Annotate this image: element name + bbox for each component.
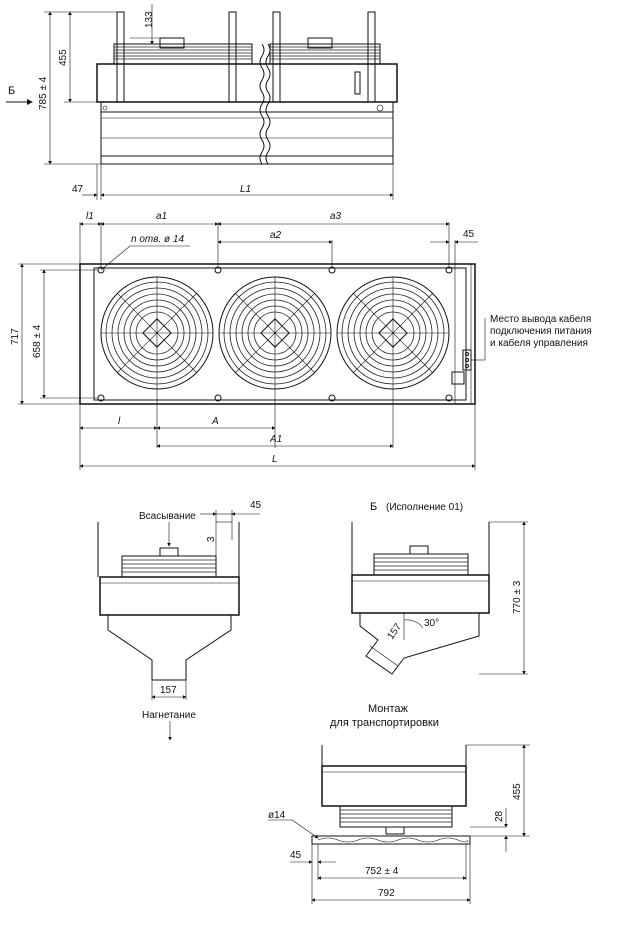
discharge-label: Нагнетание — [142, 710, 196, 721]
front-view: l1 a1 a3 a2 45 n отв. ø 14 717 658 ± 4 М… — [10, 211, 592, 470]
transport-title-2: для транспортировки — [330, 717, 439, 729]
dim-157-variant: 157 — [385, 621, 404, 641]
dim-658: 658 ± 4 — [32, 324, 43, 358]
top-body — [100, 101, 394, 165]
dim-455-transport: 455 — [512, 783, 523, 800]
top-fan-guard-left — [113, 37, 253, 65]
top-fan-guard-right — [269, 37, 381, 65]
dim-785: 785 ± 4 — [38, 76, 49, 110]
dim-45-front: 45 — [463, 229, 475, 240]
bracket-2 — [228, 11, 237, 103]
variant-title: (Исполнение 01) — [386, 502, 463, 513]
variant-casing — [351, 574, 490, 614]
dim-717: 717 — [10, 328, 21, 345]
discharge-hood — [107, 615, 232, 681]
bracket-3 — [272, 11, 281, 103]
dim-45-transport: 45 — [290, 850, 302, 861]
cable-note-3: и кабеля управления — [490, 337, 588, 349]
side-casing — [99, 576, 240, 616]
dim-752: 752 ± 4 — [365, 866, 399, 877]
variant-mark: Б — [370, 501, 377, 513]
dim-133: 133 — [144, 11, 155, 28]
top-view: 133 455 785 ± 4 Б 47 L1 — [6, 4, 398, 200]
dim-28: 28 — [494, 810, 505, 822]
suction-label: Всасывание — [139, 511, 196, 522]
dim-770: 770 ± 3 — [512, 580, 523, 614]
variant-hood — [359, 613, 480, 675]
dim-L1: L1 — [240, 184, 251, 195]
variant-view: Б (Исполнение 01) 30° 157 770 ± 3 — [351, 501, 528, 675]
cable-note-1: Место вывода кабеля — [490, 313, 591, 325]
break-line — [259, 43, 265, 165]
dim-a3: a3 — [330, 211, 342, 222]
dim-455-top: 455 — [58, 49, 69, 66]
dim-a2: a2 — [270, 230, 282, 241]
view-mark-b: Б — [8, 85, 15, 97]
fan-1 — [100, 276, 214, 390]
dim-792: 792 — [378, 888, 395, 899]
holes-label: n отв. ø 14 — [131, 234, 184, 245]
front-casing — [79, 263, 476, 405]
dim-A1: A1 — [269, 434, 282, 445]
dim-a1: a1 — [156, 211, 167, 222]
dim-l: l — [118, 416, 121, 427]
dim-A: A — [211, 416, 219, 427]
angle-30: 30° — [424, 618, 439, 629]
dim-l1: l1 — [86, 211, 94, 222]
transport-title-1: Монтаж — [368, 703, 409, 715]
transport-view: Монтаж для транспортировки 455 28 ø14 45 — [268, 703, 530, 904]
dim-d14: ø14 — [268, 810, 286, 821]
top-casing — [96, 63, 398, 103]
dim-L: L — [272, 454, 278, 465]
dim-47: 47 — [72, 184, 84, 195]
fan-3 — [336, 276, 450, 390]
side-view: 45 3 Всасывание 157 Нагнетание — [97, 500, 262, 741]
transport-pallet — [311, 835, 471, 845]
cable-note-2: подключения питания — [490, 326, 592, 337]
bracket-1 — [116, 11, 125, 103]
bracket-4 — [367, 11, 376, 103]
dim-45-side: 45 — [250, 500, 262, 511]
dim-157-side: 157 — [160, 685, 177, 696]
fan-2 — [218, 276, 332, 390]
dim-3: 3 — [206, 536, 217, 542]
